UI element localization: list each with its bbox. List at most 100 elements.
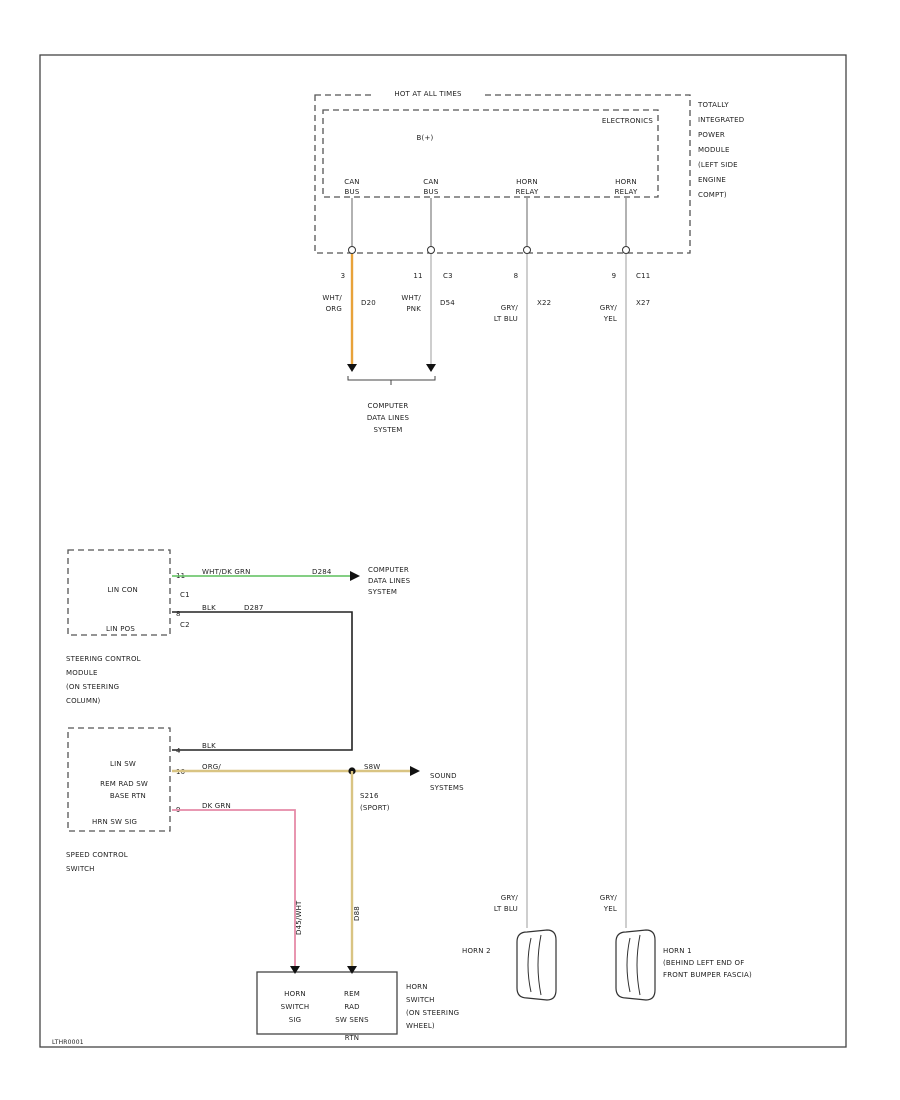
horn-switch-pin-2 <box>347 966 357 974</box>
hs-col2-1: REM <box>344 990 360 998</box>
horn-1: GRY/ YEL HORN 1 (BEHIND LEFT END OF FRON… <box>600 894 752 1001</box>
wire-d88-vlabel: D88 <box>353 906 361 921</box>
tipm-pin-1-sub: BUS <box>345 188 360 196</box>
hs-col2-4: RTN <box>345 1034 359 1042</box>
cdl-mid-line-2: DATA LINES <box>368 577 411 585</box>
circuit-d54: D54 <box>440 299 455 307</box>
hs-col2-2: RAD <box>344 1003 359 1011</box>
hs-col1-1: HORN <box>284 990 306 998</box>
pin-number-1: 3 <box>341 272 346 280</box>
horn1-note-2: FRONT BUMPER FASCIA) <box>663 971 752 979</box>
cdl-top-line-1: COMPUTER <box>368 402 409 410</box>
hot-at-all-times-label: HOT AT ALL TIMES <box>394 90 462 98</box>
wire-d287 <box>172 611 353 751</box>
horn2-symbol <box>516 929 557 1001</box>
horn1-wire-1: GRY/ <box>600 894 618 902</box>
wire-color-4a: GRY/ <box>600 304 618 312</box>
tipm-pin-4-sub: RELAY <box>615 188 638 196</box>
connector-pin-1 <box>348 246 356 254</box>
tipm-name-2: INTEGRATED <box>698 116 744 124</box>
spd-rem-rad-1: REM RAD SW <box>100 780 148 788</box>
connector-c3: C3 <box>443 272 453 280</box>
spd-rem-rad-2: BASE RTN <box>110 792 146 800</box>
horn-switch-box <box>256 971 398 1035</box>
pink-wire-label: DK GRN <box>202 802 231 810</box>
horn1-label: HORN 1 <box>663 947 692 955</box>
speed-switch-box <box>67 727 171 832</box>
hs-name-3: (ON STEERING <box>406 1009 459 1017</box>
splice-circuit: S8W <box>364 763 380 771</box>
horn1-wire-2: YEL <box>603 905 617 913</box>
bus-label: B(+) <box>417 134 434 142</box>
scm-name-2: MODULE <box>66 669 98 677</box>
hs-col2-3: SW SENS <box>335 1016 369 1024</box>
tipm-name-7: COMPT) <box>698 191 727 199</box>
connector-pin-4 <box>622 246 630 254</box>
scm-c1: C1 <box>180 591 190 599</box>
wire-d284-color: WHT/DK GRN <box>202 568 251 576</box>
speed-control-switch: LIN SW REM RAD SW BASE RTN HRN SW SIG 4 … <box>66 727 464 968</box>
horn2-wire-2: LT BLU <box>494 905 518 913</box>
wire-color-2a: WHT/ <box>401 294 421 302</box>
wire-d287-color: BLK <box>202 604 216 612</box>
circuit-x22: X22 <box>537 299 551 307</box>
tipm-module: HOT AT ALL TIMES ELECTRONICS B(+) CAN BU… <box>314 86 744 254</box>
scm-box <box>67 549 171 636</box>
wire-d284-circuit: D284 <box>312 568 332 576</box>
top-wires: 3 11 C3 8 9 C11 WHT/ ORG D20 WHT/ PNK D5… <box>322 254 650 928</box>
spd-wire-org: ORG/ <box>202 763 221 771</box>
cdl-mid-line-1: COMPUTER <box>368 566 409 574</box>
arrow-d284 <box>350 571 360 581</box>
scm-c2: C2 <box>180 621 190 629</box>
arrow-d20 <box>347 364 357 372</box>
cdl-top-line-3: SYSTEM <box>373 426 402 434</box>
hs-name-1: HORN <box>406 983 428 991</box>
scm-lin-con: LIN CON <box>108 586 138 594</box>
spd-pin-1: 4 <box>176 747 181 755</box>
arrow-sound <box>410 766 420 776</box>
connector-pin-2 <box>427 246 435 254</box>
tipm-name-4: MODULE <box>698 146 730 154</box>
tipm-name-1: TOTALLY <box>697 101 729 109</box>
tipm-pin-1-label: CAN <box>344 178 360 186</box>
cdl-top-line-2: DATA LINES <box>367 414 410 422</box>
hs-name-2: SWITCH <box>406 996 435 1004</box>
splice-name: S216 <box>360 792 379 800</box>
wire-d287-circuit: D287 <box>244 604 264 612</box>
pin-number-2: 11 <box>413 272 422 280</box>
tipm-outer-box <box>314 94 691 254</box>
horn2-wire-1: GRY/ <box>501 894 519 902</box>
wire-color-1b: ORG <box>326 305 342 313</box>
scm-name-3: (ON STEERING <box>66 683 119 691</box>
horn-switch-pin-1 <box>290 966 300 974</box>
wire-color-4b: YEL <box>603 315 617 323</box>
pin-number-4: 9 <box>612 272 617 280</box>
bracket-cdl <box>347 376 436 385</box>
steering-control-module: LIN CON C1 C2 LIN POS 11 8 WHT/DK GRN D2… <box>66 549 411 751</box>
connector-pin-3 <box>523 246 531 254</box>
diagram-frame <box>39 54 847 1048</box>
arrow-d54 <box>426 364 436 372</box>
footer-code: LTHR0001 <box>52 1039 84 1046</box>
tipm-pin-2-label: CAN <box>423 178 439 186</box>
horn1-note-1: (BEHIND LEFT END OF <box>663 959 744 967</box>
sound-line-2: SYSTEMS <box>430 784 464 792</box>
wire-color-1a: WHT/ <box>322 294 342 302</box>
horn-2: GRY/ LT BLU HORN 2 <box>462 894 557 1001</box>
splice-note: (SPORT) <box>360 804 390 812</box>
connector-c11: C11 <box>636 272 650 280</box>
tipm-pin-3-sub: RELAY <box>516 188 539 196</box>
spd-wire-blk: BLK <box>202 742 216 750</box>
pink-vlabel: D45/WHT <box>295 900 303 935</box>
wire-color-2b: PNK <box>406 305 421 313</box>
horn2-label: HORN 2 <box>462 947 491 955</box>
tipm-name-5: (LEFT SIDE <box>698 161 738 169</box>
tipm-name-3: POWER <box>698 131 725 139</box>
scm-name-1: STEERING CONTROL <box>66 655 141 663</box>
cdl-mid-line-3: SYSTEM <box>368 588 397 596</box>
spd-lin-sw: LIN SW <box>110 760 136 768</box>
scm-pin-b: 8 <box>176 610 181 618</box>
sound-line-1: SOUND <box>430 772 457 780</box>
tipm-pin-3-label: HORN <box>516 178 538 186</box>
